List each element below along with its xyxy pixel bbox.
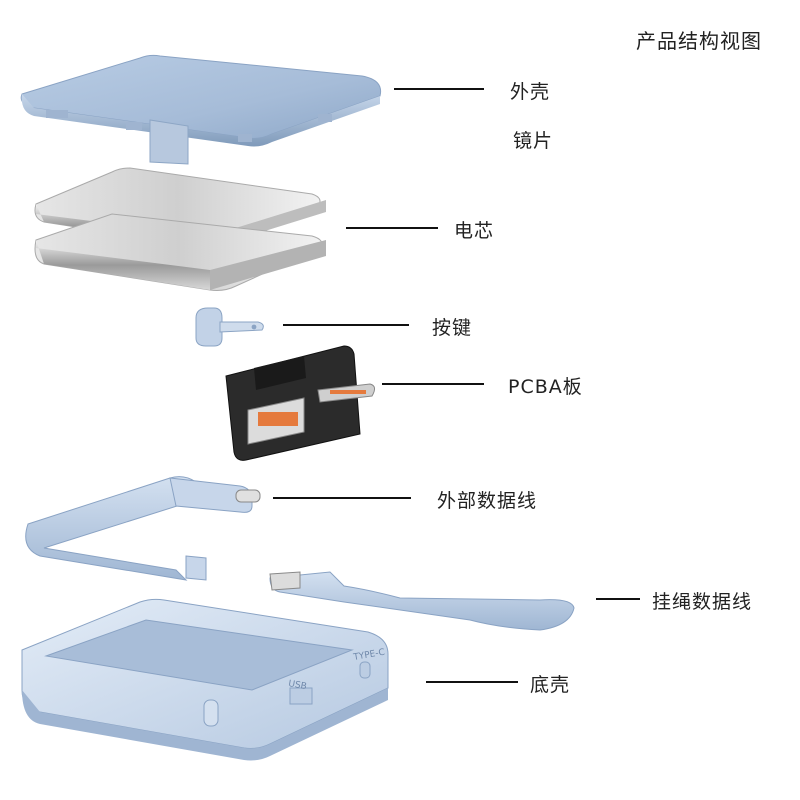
battery-cell-illustration [34,167,326,291]
lanyard-cable-illustration [269,571,575,631]
label-button: 按键 [432,317,473,339]
label-pcba-board: PCBA板 [508,376,583,398]
button-illustration [195,307,264,347]
leader-external-cable [273,497,411,499]
external-cable-illustration [25,476,261,581]
leader-battery-cell [346,227,438,229]
label-lens: 镜片 [513,130,554,152]
label-lanyard-cable: 挂绳数据线 [652,591,753,613]
diagram-title: 产品结构视图 [636,29,762,53]
leader-bottom-shell [426,681,518,683]
leader-button [283,324,409,326]
usb-port-mark: USB [287,679,307,692]
leader-pcba-board [382,383,484,385]
pcba-board-illustration [225,345,376,461]
label-external-cable: 外部数据线 [437,490,538,512]
leader-outer-shell [394,88,484,90]
label-bottom-shell: 底壳 [530,674,571,696]
leader-lanyard-cable [596,598,640,600]
label-outer-shell: 外壳 [510,81,551,103]
bottom-shell-illustration [21,598,389,761]
label-battery-cell: 电芯 [454,220,495,242]
outer-shell-illustration [20,54,382,165]
